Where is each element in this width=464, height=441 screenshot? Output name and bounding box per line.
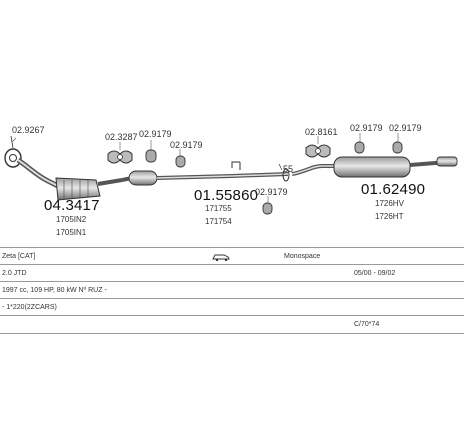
info-row-model: Zeta [CAT] Monospace (0, 247, 464, 265)
car-icon (212, 254, 230, 261)
fitting-note: - 1*220(2ZCARS) (2, 304, 57, 311)
info-row-code: C/70*74 (0, 315, 464, 334)
bracket-2-drawing (305, 144, 331, 158)
label-rubber-4: 02.9179 (350, 123, 383, 133)
exhaust-parts-drawing (4, 133, 458, 215)
front-pointer (11, 137, 17, 143)
info-row-engine: 2.0 JTD 05/00 - 09/02 (0, 264, 464, 282)
info-row-specs: 1997 cc, 109 HP, 80 kW Nº RUZ - (0, 281, 464, 299)
label-rubber-3: 02.9179 (255, 187, 288, 197)
exhaust-system-diagram: 02.9267 04.3417 1705IN2 1705IN1 02.3287 … (4, 123, 458, 237)
middle-silencer-drawing (121, 161, 289, 186)
model-name: Zeta [CAT] (2, 253, 36, 260)
engine: 2.0 JTD (2, 270, 27, 277)
bracket-1-drawing (107, 150, 133, 164)
rubber-mounts-rear-drawing (354, 141, 403, 154)
label-rubber-1: 02.9179 (139, 129, 172, 139)
label-clamp-1: 02.9267 (12, 125, 45, 135)
engine-specs: 1997 cc, 109 HP, 80 kW Nº RUZ - (2, 287, 107, 294)
label-middle-silencer-number: 01.55860 (194, 187, 259, 204)
catalog-code: C/70*74 (354, 321, 380, 328)
label-rear-ref-2: 1726HT (375, 212, 404, 221)
production-years: 05/00 - 09/02 (354, 270, 396, 277)
label-middle-ref-2: 171754 (205, 217, 232, 226)
gasket-drawing (278, 163, 290, 182)
label-cat-ref-1: 1705IN2 (56, 215, 87, 224)
label-catalytic-converter-number: 04.3417 (44, 197, 100, 214)
label-cat-ref-2: 1705IN1 (56, 228, 87, 237)
rear-silencer-drawing (291, 156, 458, 178)
label-gasket: 55 (283, 164, 294, 174)
catalytic-converter-drawing (55, 177, 123, 201)
label-middle-ref-1: 171755 (205, 204, 232, 213)
label-rubber-5: 02.9179 (389, 123, 422, 133)
label-bracket-1: 02.3287 (105, 132, 138, 142)
label-bracket-2: 02.8161 (305, 127, 338, 137)
rubber-mount-1-drawing (145, 149, 186, 168)
body-type: Monospace (284, 253, 321, 260)
leader-lines (119, 133, 399, 203)
rubber-mount-3-drawing (262, 202, 273, 215)
label-rear-silencer-number: 01.62490 (361, 181, 426, 198)
info-row-fitting: - 1*220(2ZCARS) (0, 298, 464, 316)
label-rear-ref-1: 1726HV (375, 199, 404, 208)
label-rubber-2: 02.9179 (170, 140, 203, 150)
